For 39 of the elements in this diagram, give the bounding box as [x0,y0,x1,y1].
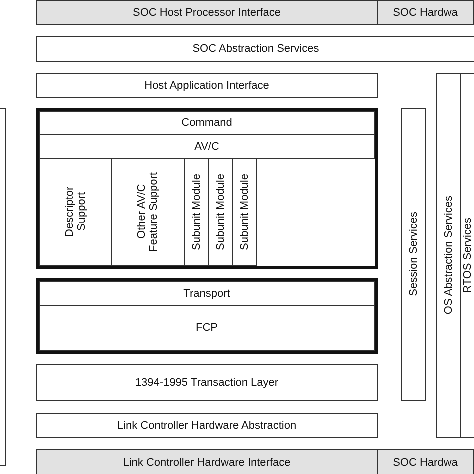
layer-label: Descriptor Support [64,186,88,240]
layer-panel [460,73,474,438]
layer-label: Session Services [408,212,420,297]
layer-panel [36,413,378,438]
layer-panel [232,158,257,266]
layer-label: Subunit Module [190,174,202,250]
layer-label: Host Application Interface [144,80,270,92]
layer-label: SOC Hardwa [393,6,458,18]
layer-label: Command [182,117,232,129]
layer-label: Link Controller Hardware Abstraction [117,420,297,432]
layer-panel [36,36,474,62]
layer-label: SOC Hardwa [393,456,458,468]
layer-label: Subunit Module [214,174,226,250]
layer-label: AV/C [194,140,220,152]
layer-label: OS Abstraction Services [442,196,454,315]
layer-panel [401,108,426,401]
layer-label: 1394-1995 Transaction Layer [135,376,279,388]
module-frame [36,108,378,269]
layer-panel [39,305,375,351]
layer-panel [36,0,378,25]
layer-panel [39,281,375,306]
layer-panel [436,73,461,438]
layer-label: RTOS Services [462,218,474,294]
layer-panel [36,449,378,474]
layer-label: SOC Host Processor Interface [133,6,281,18]
module-frame [36,278,378,354]
layer-panel [36,73,378,98]
layer-label: SOC Abstraction Services [192,43,320,55]
layer-label: Link Controller Hardware Interface [123,456,291,468]
layer-panel [39,158,112,266]
layer-label: Subunit Module [238,174,250,250]
layer-panel [377,449,474,474]
layer-panel [39,111,375,135]
layer-label: Other AV/C Feature Support [136,171,160,254]
layer-label: Transport [184,288,230,300]
layer-label: FCP [196,322,218,334]
layer-panel [377,0,474,25]
layer-panel [36,364,378,401]
layer-panel [39,134,375,159]
